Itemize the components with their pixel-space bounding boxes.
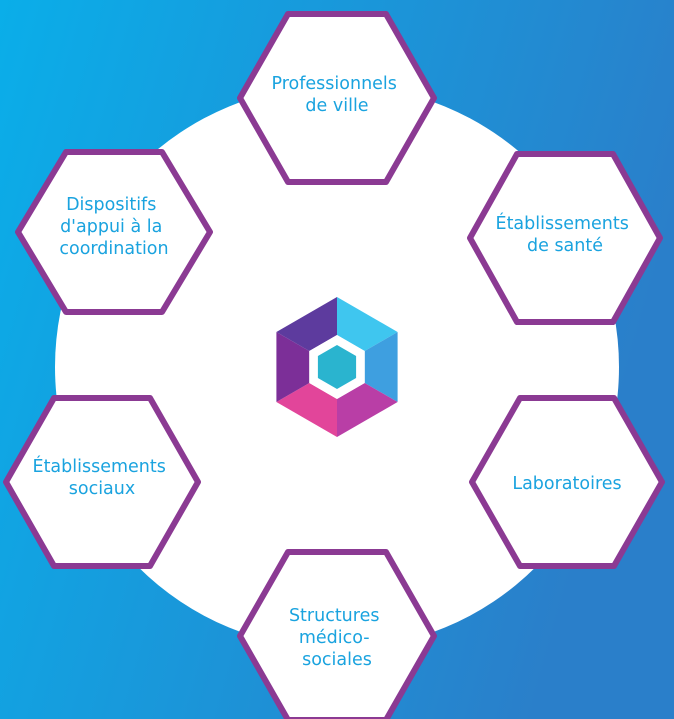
label-line: sociaux (69, 479, 135, 499)
label-line: Professionnels (271, 74, 396, 94)
label-line: Dispositifs (66, 195, 156, 215)
logo-facet (337, 297, 398, 351)
hex-node-professionnels-de-ville: Professionnels de ville (237, 11, 437, 185)
label-line: Établissements (496, 212, 629, 234)
logo-facet (276, 297, 337, 351)
label-line: d'appui à la (60, 217, 162, 237)
logo-facet (276, 332, 310, 402)
hex-node-etablissements-sociaux: Établissements sociaux (3, 395, 201, 569)
hex-node-dispositifs-appui-coordination: Dispositifs d'appui à la coordination (15, 149, 213, 315)
label-line: Laboratoires (512, 474, 621, 494)
label-line: Établissements (33, 455, 166, 477)
node-label: Dispositifs d'appui à la coordination (59, 195, 168, 259)
hex-node-laboratoires: Laboratoires (469, 395, 665, 569)
logo-facet (276, 383, 337, 437)
hex-shape (3, 395, 201, 569)
logo-facet (337, 383, 398, 437)
hexagon-cube-logo-icon (276, 297, 398, 437)
hex-shape (15, 149, 213, 315)
hex-node-structures-medico-sociales: Structures médico- sociales (237, 549, 437, 719)
hex-shape (469, 395, 665, 569)
hex-shape (467, 151, 663, 325)
node-label: Établissements de santé (496, 212, 635, 256)
hex-node-etablissements-de-sante: Établissements de santé (467, 151, 663, 325)
label-line: de santé (527, 236, 603, 256)
logo-facet (364, 332, 398, 402)
hex-shape (237, 549, 437, 719)
label-line: coordination (59, 239, 168, 259)
label-line: sociales (302, 650, 372, 670)
node-label: Laboratoires (512, 474, 621, 494)
logo-core (317, 345, 357, 389)
node-label: Professionnels de ville (271, 74, 402, 116)
hex-shape (237, 11, 437, 185)
label-line: médico- (299, 628, 370, 648)
node-label: Établissements sociaux (33, 455, 172, 499)
label-line: Structures (289, 606, 380, 626)
label-line: de ville (305, 96, 368, 116)
node-label: Structures médico- sociales (289, 606, 385, 670)
